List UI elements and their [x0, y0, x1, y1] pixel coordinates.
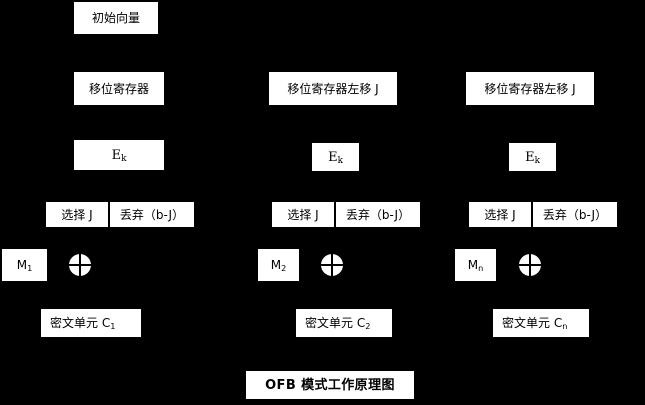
- ciphertext-label-3: 密文单元 Cn: [502, 316, 568, 332]
- ciphertext-box-3: 密文单元 Cn: [493, 309, 589, 337]
- discard-label-2: 丢弃（b-J）: [345, 207, 411, 222]
- ciphertext-subscript-1: 1: [110, 321, 116, 332]
- select-discard-divider-3: [531, 202, 533, 227]
- ciphertext-box-2: 密文单元 C2: [296, 309, 392, 337]
- discard-label-1: 丢弃（b-J）: [119, 207, 185, 222]
- plaintext-subscript-3: n: [478, 263, 484, 274]
- plaintext-label-3: Mn: [467, 258, 484, 274]
- initial-vector-box: 初始向量: [74, 2, 158, 34]
- shift-register-box-1: 移位寄存器: [74, 72, 164, 105]
- xor-circle-icon-1: [69, 254, 91, 276]
- select-discard-divider-2: [334, 202, 336, 227]
- encrypt-label-2: Ek: [328, 149, 343, 166]
- select-box-1: 选择 J: [46, 202, 108, 227]
- encrypt-subscript-2: k: [337, 155, 343, 166]
- encrypt-subscript-3: k: [534, 155, 540, 166]
- plaintext-box-1: M1: [2, 249, 47, 281]
- shift-register-box-3: 移位寄存器左移 J: [466, 72, 594, 105]
- select-discard-group-2: 选择 J 丢弃（b-J）: [272, 202, 420, 227]
- discard-box-1: 丢弃（b-J）: [110, 202, 194, 227]
- initial-vector-label: 初始向量: [91, 11, 140, 25]
- select-label-2: 选择 J: [287, 207, 319, 222]
- xor-circle-icon-3: [519, 254, 541, 276]
- discard-label-3: 丢弃（b-J）: [542, 207, 608, 222]
- select-discard-group-3: 选择 J 丢弃（b-J）: [469, 202, 617, 227]
- ciphertext-label-2: 密文单元 C2: [305, 316, 371, 332]
- select-box-2: 选择 J: [272, 202, 334, 227]
- discard-box-3: 丢弃（b-J）: [533, 202, 617, 227]
- encrypt-box-1: Ek: [74, 140, 164, 170]
- encrypt-label-3: Ek: [525, 149, 540, 166]
- plaintext-box-3: Mn: [455, 249, 496, 281]
- select-discard-divider-1: [108, 202, 110, 227]
- select-label-1: 选择 J: [61, 207, 93, 222]
- discard-box-2: 丢弃（b-J）: [336, 202, 420, 227]
- plaintext-label-1: M1: [16, 258, 33, 274]
- diagram-title-label: OFB 模式工作原理图: [265, 377, 395, 393]
- diagram-title-box: OFB 模式工作原理图: [246, 371, 414, 399]
- shift-register-label-1: 移位寄存器: [88, 81, 149, 96]
- select-box-3: 选择 J: [469, 202, 531, 227]
- shift-register-label-3: 移位寄存器左移 J: [484, 81, 576, 96]
- shift-register-label-2: 移位寄存器左移 J: [287, 81, 379, 96]
- encrypt-box-2: Ek: [312, 143, 359, 171]
- select-label-3: 选择 J: [484, 207, 516, 222]
- encrypt-subscript-1: k: [121, 153, 127, 164]
- shift-register-box-2: 移位寄存器左移 J: [269, 72, 397, 105]
- encrypt-label-1: Ek: [111, 147, 127, 164]
- ciphertext-box-1: 密文单元 C1: [41, 309, 141, 337]
- plaintext-subscript-2: 2: [281, 263, 287, 274]
- plaintext-box-2: M2: [258, 249, 299, 281]
- encrypt-box-3: Ek: [509, 143, 556, 171]
- ciphertext-label-1: 密文单元 C1: [50, 316, 116, 332]
- select-discard-group-1: 选择 J 丢弃（b-J）: [46, 202, 194, 227]
- ciphertext-subscript-2: 2: [365, 321, 371, 332]
- xor-circle-icon-2: [321, 254, 343, 276]
- plaintext-label-2: M2: [270, 258, 287, 274]
- plaintext-subscript-1: 1: [27, 263, 33, 274]
- ciphertext-subscript-3: n: [562, 321, 568, 332]
